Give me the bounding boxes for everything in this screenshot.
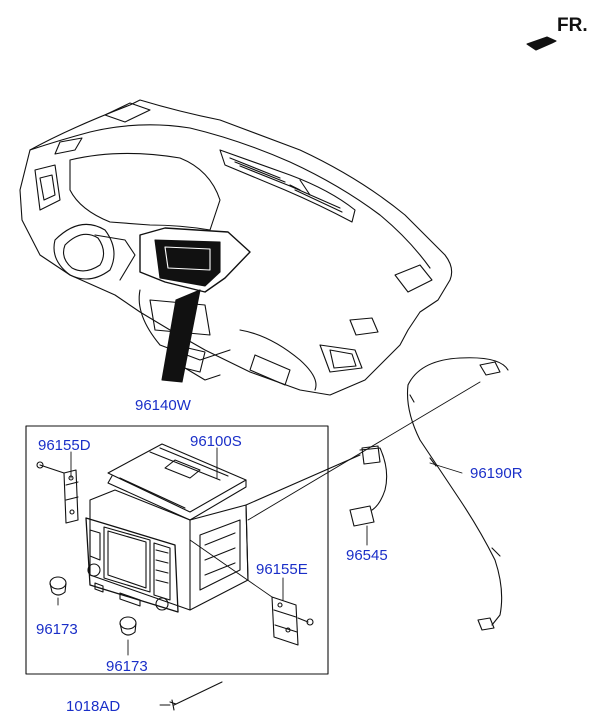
part-label-screw: 1018AD (66, 698, 121, 715)
part-label-bracket-left: 96155D (38, 437, 91, 454)
part-label-wiring-harness: 96190R (470, 465, 523, 482)
front-direction-label: FR. (557, 15, 588, 36)
part-label-knob-lower: 96173 (106, 658, 148, 675)
knob-lower (119, 616, 137, 636)
knob-left (49, 576, 67, 596)
leader-lines (57, 381, 481, 706)
part-label-trim-bezel: 96140W (135, 397, 191, 414)
front-arrow-icon (526, 36, 557, 51)
usb-jack (245, 445, 388, 527)
assembly-frame (25, 425, 329, 675)
bracket-right (271, 596, 314, 646)
wiring-harness (406, 357, 509, 631)
screw (169, 681, 223, 711)
head-unit-body (85, 489, 249, 613)
part-label-head-unit: 96100S (190, 433, 242, 450)
head-unit-cover (107, 443, 247, 521)
part-label-knob-left: 96173 (36, 621, 78, 638)
part-label-bracket-right: 96155E (256, 561, 308, 578)
dashboard-drawing (19, 99, 453, 396)
bracket-left (36, 461, 79, 524)
part-label-usb-jack: 96545 (346, 547, 388, 564)
